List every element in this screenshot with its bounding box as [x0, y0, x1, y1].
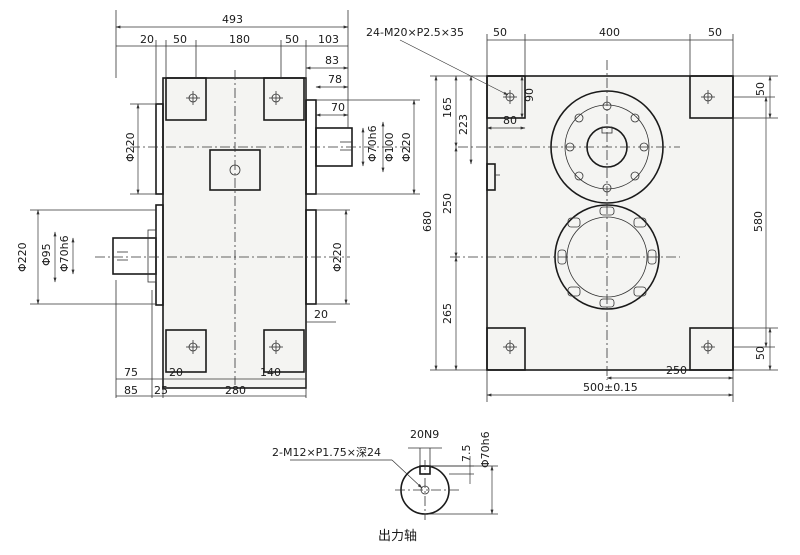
dim-dia100: Φ100 — [383, 132, 396, 162]
dim-w400: 400 — [599, 26, 620, 39]
dim-overall-width: 493 — [222, 13, 243, 26]
dim-w180: 180 — [229, 33, 250, 46]
dim-w50-right: 50 — [285, 33, 299, 46]
dim-dia220-upper: Φ220 — [124, 132, 137, 162]
gearbox-body-front — [162, 77, 307, 389]
dim-w70: 70 — [331, 101, 345, 114]
dim-w50-left: 50 — [173, 33, 187, 46]
dim-w78: 78 — [328, 73, 342, 86]
dim-h50-top: 50 — [754, 82, 767, 96]
side-foot-bottom-left — [486, 327, 526, 371]
output-shaft-detail: 20N9 7.5 Φ70h6 2-M12×P1.75×深24 出力轴 — [272, 428, 498, 544]
bolt-holes-front — [186, 91, 283, 354]
dim-h580: 580 — [752, 211, 765, 232]
mount-foot-bottom-left — [165, 329, 207, 373]
dim-dia220-left: Φ220 — [16, 242, 29, 272]
dim-h223: 223 — [457, 114, 470, 135]
bearing-cover-lower-left — [155, 204, 164, 306]
dim-b140: 140 — [260, 366, 281, 379]
dim-h680: 680 — [421, 211, 434, 232]
bolt-holes-side — [503, 90, 715, 354]
dim-dia220-lower-right: Φ220 — [331, 242, 344, 272]
dim-b250: 250 — [666, 364, 687, 377]
side-foot-top-left — [486, 75, 526, 119]
bearing-cover-upper-left — [155, 103, 164, 195]
dim-w50-right-side: 50 — [708, 26, 722, 39]
front-view: 493 20 50 180 50 103 83 78 70 Φ220 Φ70h6… — [16, 10, 420, 398]
dim-dia70h6-right: Φ70h6 — [366, 125, 379, 162]
output-shaft-left — [112, 237, 157, 275]
shaft-keyway-spec: 20N9 — [410, 428, 439, 441]
gearbox-body-side — [486, 75, 734, 371]
dim-dia220-right: Φ220 — [400, 132, 413, 162]
dim-h265: 265 — [441, 303, 454, 324]
shaft-caption: 出力轴 — [378, 529, 417, 544]
dim-h90: 90 — [523, 88, 536, 102]
dim-b20: 20 — [169, 366, 183, 379]
oil-gauge — [486, 163, 496, 191]
dim-w20-lower-right: 20 — [314, 308, 328, 321]
dim-b500: 500±0.15 — [583, 381, 638, 394]
dim-b280: 280 — [225, 384, 246, 397]
dim-b85: 85 — [124, 384, 138, 397]
dim-dia95: Φ95 — [40, 243, 53, 266]
dim-b75: 75 — [124, 366, 138, 379]
dim-h250: 250 — [441, 193, 454, 214]
mount-foot-top-left — [165, 77, 207, 121]
mount-foot-top-right — [263, 77, 305, 121]
dim-h165: 165 — [441, 97, 454, 118]
dim-b25: 25 — [154, 384, 168, 397]
side-foot-bottom-right — [689, 327, 734, 371]
shaft-thread-spec: 2-M12×P1.75×深24 — [272, 446, 381, 459]
dim-dia70h6-left: Φ70h6 — [58, 235, 71, 272]
side-view: 50 400 50 24-M20×P2.5×35 50 90 80 680 16… — [366, 26, 778, 402]
thread-spec: 24-M20×P2.5×35 — [366, 26, 464, 39]
dim-w103: 103 — [318, 33, 339, 46]
dim-w83: 83 — [325, 54, 339, 67]
dim-w50-left-side: 50 — [493, 26, 507, 39]
dim-h50-bottom: 50 — [754, 346, 767, 360]
mount-foot-bottom-right — [263, 329, 305, 373]
dim-w80: 80 — [503, 114, 517, 127]
shaft-depth: 7.5 — [460, 445, 473, 463]
dim-w20: 20 — [140, 33, 154, 46]
shaft-diameter: Φ70h6 — [479, 431, 492, 468]
